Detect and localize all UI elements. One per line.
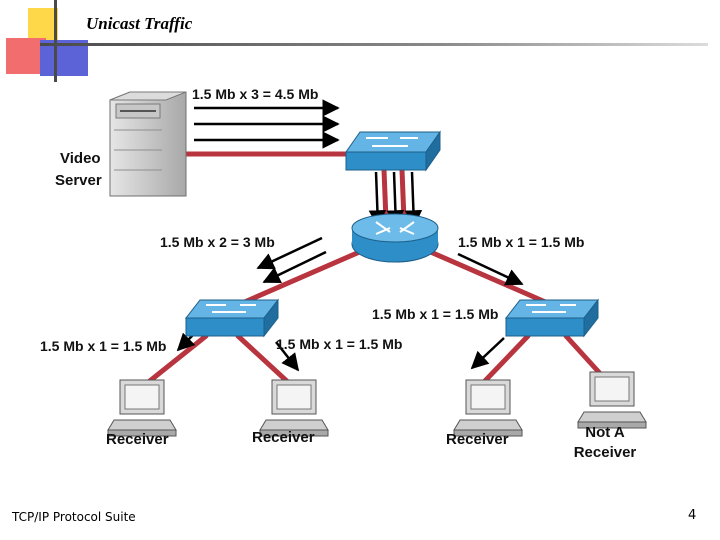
flow-arrows-server	[194, 99, 340, 149]
header-horizontal-rule	[40, 43, 708, 46]
link-router-left-switch	[237, 247, 367, 307]
arrow-left-branch-b	[262, 250, 327, 284]
rate-left-branch: 1.5 Mb x 2 = 3 Mb	[160, 234, 275, 250]
receiver2-label: Receiver	[252, 429, 315, 446]
server-label-server: Server	[55, 172, 102, 189]
router	[351, 213, 439, 263]
receiver1-label: Receiver	[106, 431, 169, 448]
slide-title: Unicast Traffic	[86, 14, 193, 33]
link-switch-router-b	[399, 167, 407, 223]
header-decoration-yellow	[28, 8, 58, 40]
link-router-right-switch	[423, 247, 553, 307]
header-decoration-blue	[40, 40, 88, 76]
rate-left-receiver1: 1.5 Mb x 1 = 1.5 Mb	[40, 338, 167, 354]
receiver3-label: Receiver	[446, 431, 509, 448]
rate-server: 1.5 Mb x 3 = 4.5 Mb	[192, 86, 319, 102]
left-switch	[184, 298, 280, 338]
not-receiver-label-line1: Not A	[585, 424, 625, 441]
arrow-left-receiver2	[275, 341, 300, 372]
right-switch	[504, 298, 600, 338]
page-number: 4	[688, 508, 697, 523]
footer-course-title: TCP/IP Protocol Suite	[12, 510, 136, 524]
video-server	[109, 91, 187, 197]
not-receiver-computer	[577, 371, 647, 429]
arrow-right-branch	[457, 252, 524, 286]
link-right-switch-receiver3	[479, 333, 531, 387]
arrow-right-receiver3	[470, 337, 505, 370]
receiver1-computer	[107, 379, 177, 437]
header-vertical-rule	[54, 0, 57, 82]
link-left-switch-receiver1	[143, 333, 209, 387]
link-switch-router-a	[381, 167, 389, 223]
rate-left-receiver2: 1.5 Mb x 1 = 1.5 Mb	[276, 336, 403, 352]
rate-right-receiver: 1.5 Mb x 1 = 1.5 Mb	[372, 306, 499, 322]
receiver3-computer	[453, 379, 523, 437]
rate-right-branch: 1.5 Mb x 1 = 1.5 Mb	[458, 234, 585, 250]
server-label-video: Video	[60, 150, 101, 167]
not-receiver-label-line2: Receiver	[573, 444, 637, 461]
header-decoration-red	[6, 38, 46, 74]
link-left-switch-receiver2	[235, 333, 293, 387]
arrow-left-branch-a	[256, 236, 323, 270]
receiver2-computer	[259, 379, 329, 437]
top-switch	[345, 130, 441, 172]
